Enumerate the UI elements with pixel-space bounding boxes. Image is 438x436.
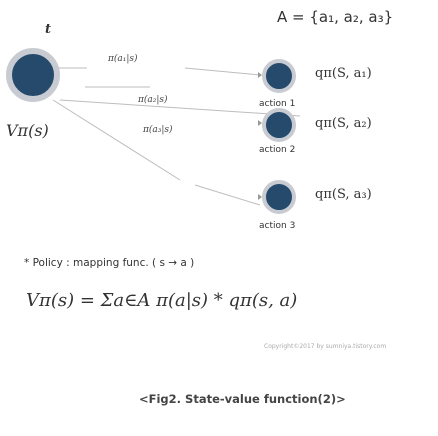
q-value-3: qπ(S, a₃) bbox=[315, 187, 372, 202]
q-value-2: qπ(S, a₂) bbox=[315, 116, 372, 131]
action-label-2: action 2 bbox=[259, 145, 296, 155]
state-value-label: Vπ(s) bbox=[6, 121, 49, 140]
policy-label-2: π(a₂|s) bbox=[138, 95, 168, 105]
action-node-3 bbox=[262, 180, 296, 214]
policy-label-3: π(a₃|s) bbox=[143, 125, 173, 135]
edge-line-1b bbox=[184, 67, 261, 76]
state-node bbox=[6, 48, 60, 102]
arrow-3 bbox=[258, 194, 262, 200]
edge-line-3 bbox=[52, 99, 181, 181]
copyright-text: Copyright©2017 by sumniya.tistory.com bbox=[264, 343, 387, 350]
arrow-2 bbox=[258, 120, 262, 126]
action-label-1: action 1 bbox=[259, 99, 296, 109]
action-label-3: action 3 bbox=[259, 221, 296, 231]
q-value-1: qπ(S, a₁) bbox=[315, 66, 372, 81]
state-value-formula: Vπ(s) = Σa∈A π(a|s) * qπ(s, a) bbox=[26, 290, 298, 311]
policy-note: * Policy : mapping func. ( s → a ) bbox=[24, 257, 195, 269]
action-node-1 bbox=[262, 59, 296, 93]
arrow-1 bbox=[258, 72, 262, 78]
edge-line-2 bbox=[59, 99, 301, 117]
action-node-2 bbox=[262, 108, 296, 142]
edge-line-3b bbox=[194, 184, 261, 206]
time-label: t bbox=[45, 22, 52, 37]
figure-caption: <Fig2. State-value function(2)> bbox=[139, 392, 346, 406]
policy-label-1: π(a₁|s) bbox=[108, 54, 138, 64]
action-set-label: A = {a₁, a₂, a₃} bbox=[277, 8, 394, 26]
